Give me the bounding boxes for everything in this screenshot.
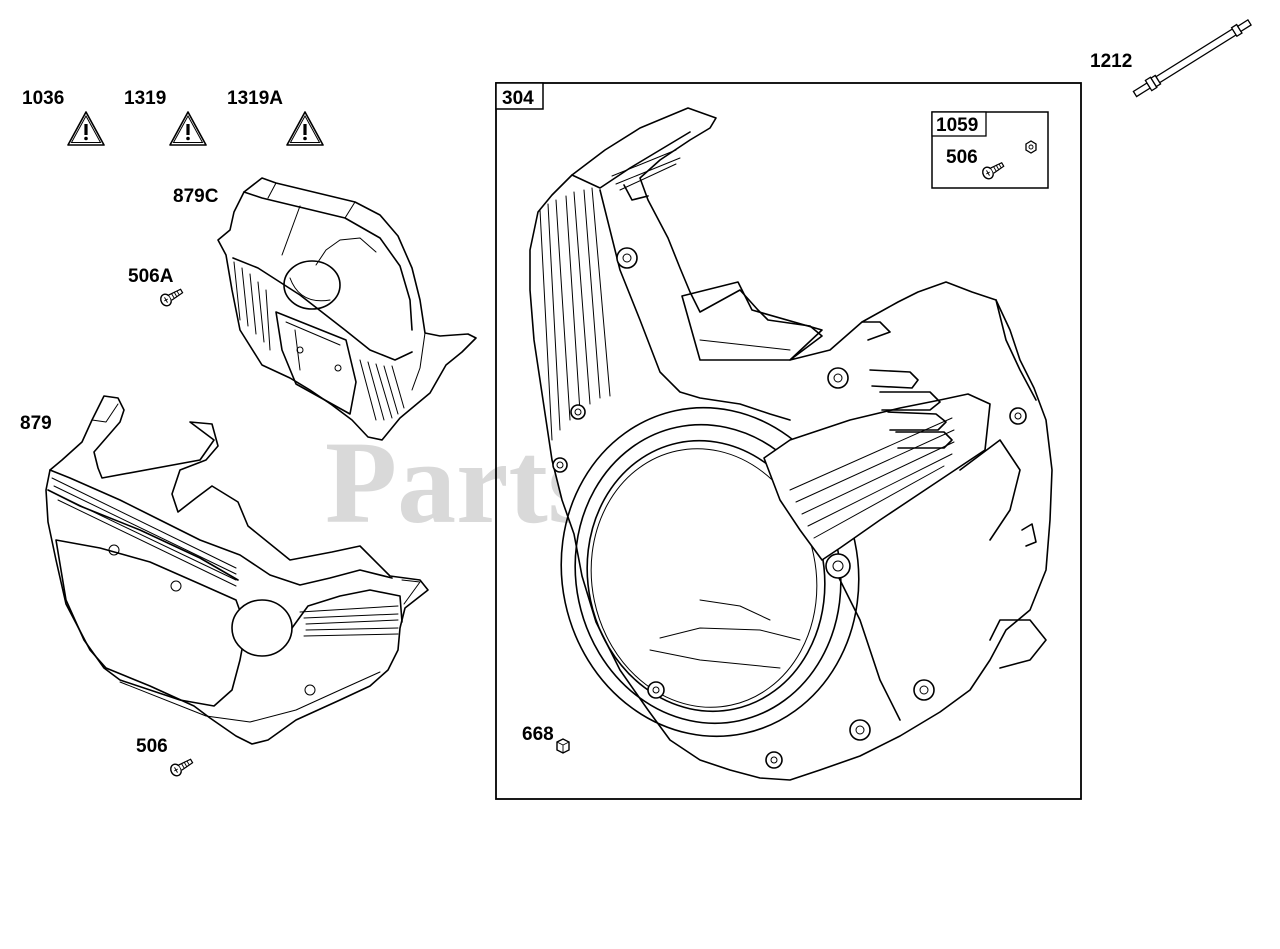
part-506a-screw[interactable]: 506A (128, 266, 185, 308)
part-label-879c: 879C (173, 186, 219, 207)
part-668-nut[interactable]: 668 (522, 724, 570, 754)
screw-icon (170, 758, 194, 777)
blower-housing-drawing (529, 107, 1053, 781)
label-box-1059 (931, 111, 987, 137)
warning-icon (286, 111, 324, 146)
part-879c-cover[interactable]: 879C (173, 177, 477, 441)
warning-decal-1036[interactable]: 1036 (22, 88, 105, 146)
label-box-304 (495, 82, 544, 110)
part-label-1212: 1212 (1090, 51, 1132, 72)
part-label-1036: 1036 (22, 88, 64, 109)
part-506-screw[interactable]: 506 (136, 736, 195, 778)
part-879-shroud[interactable]: 879 (20, 395, 429, 745)
warning-icon (67, 111, 105, 146)
part-label-304: 304 (502, 88, 534, 109)
warning-icon (169, 111, 207, 146)
part-label-506: 506 (136, 736, 168, 757)
part-label-1319a: 1319A (227, 88, 283, 109)
part-304-blower-housing[interactable]: 304 (495, 82, 1082, 800)
part-label-879: 879 (20, 413, 52, 434)
nut-icon (556, 738, 570, 754)
part-label-1059: 1059 (936, 115, 978, 136)
part-label-1319: 1319 (124, 88, 166, 109)
part-label-506-kit: 506 (946, 147, 978, 168)
part-1212-pin[interactable]: 1212 (1090, 17, 1253, 99)
screw-icon (160, 288, 184, 307)
callout-box-1059 (931, 111, 1049, 189)
part-label-506a: 506A (128, 266, 174, 287)
pin-icon (1132, 19, 1252, 98)
screw-icon (982, 161, 1005, 180)
part-1059-kit[interactable]: 1059 506 (931, 111, 1049, 189)
warning-decal-1319[interactable]: 1319 (124, 88, 207, 146)
warning-decal-1319a[interactable]: 1319A (227, 88, 324, 146)
part-label-668: 668 (522, 724, 554, 745)
callout-box-304 (495, 82, 1082, 800)
nut-icon (1025, 140, 1037, 154)
